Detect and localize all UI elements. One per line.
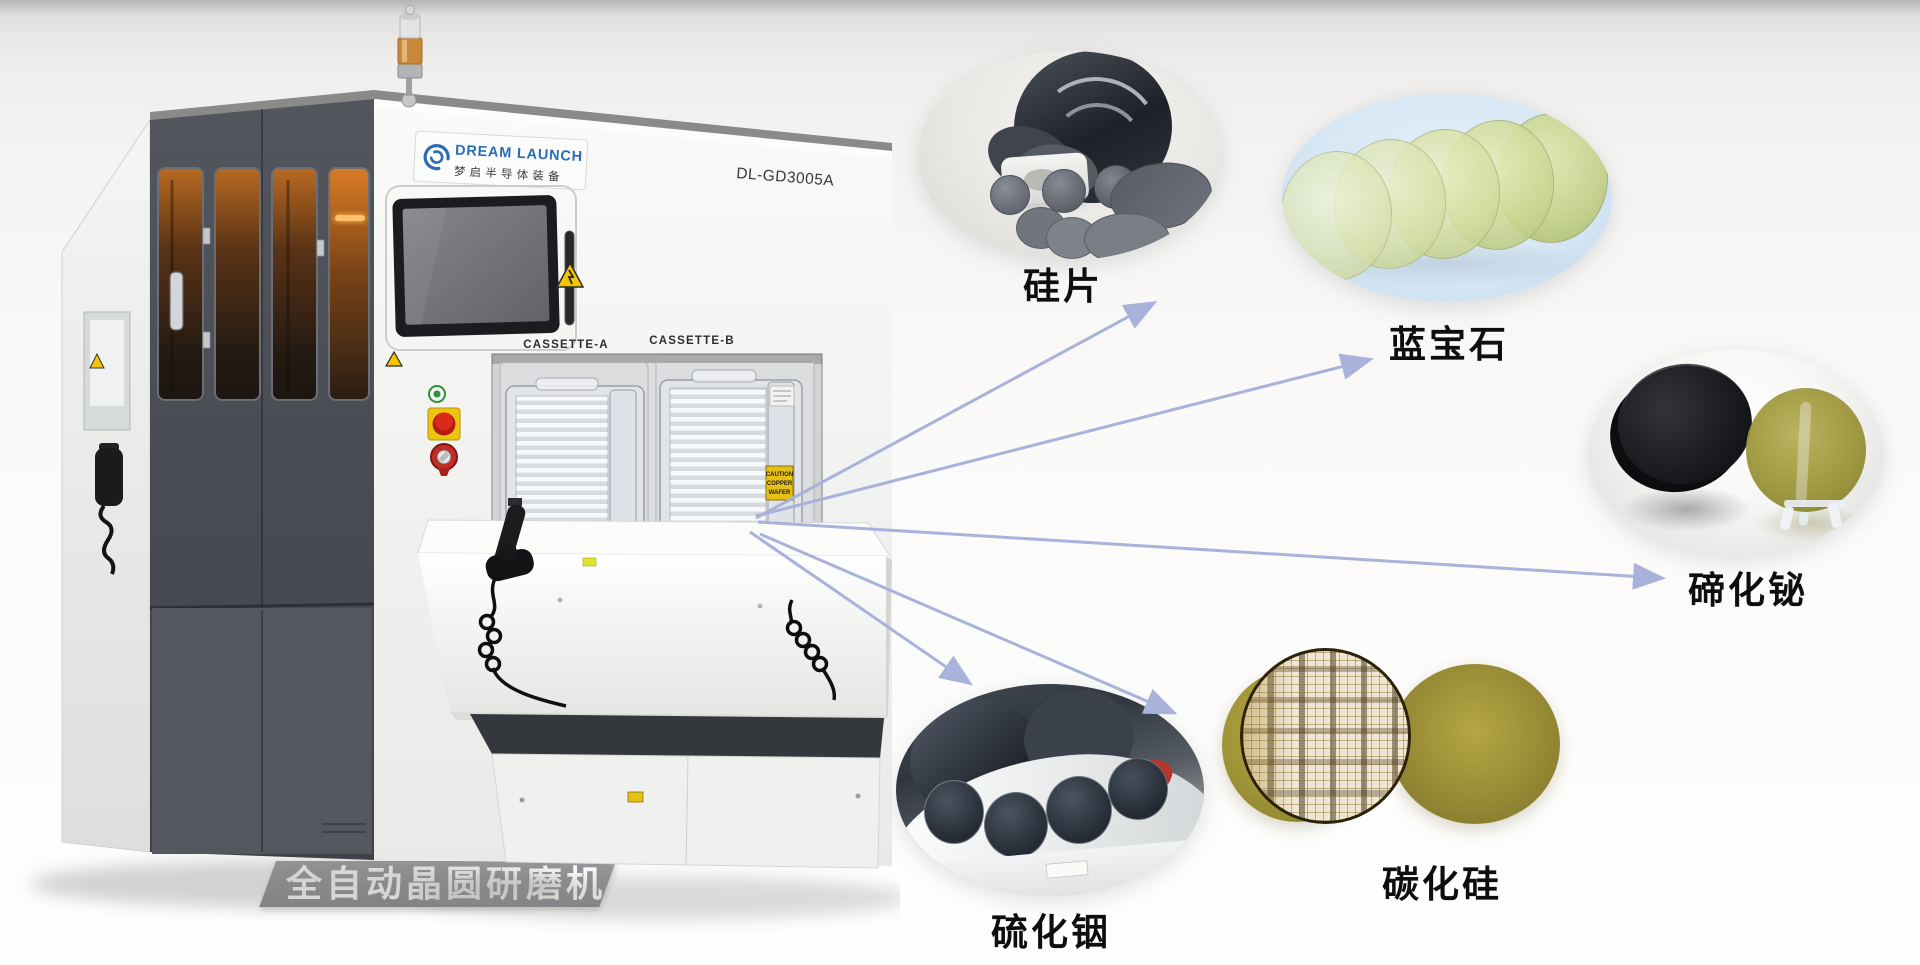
door-window <box>328 167 370 401</box>
scanner-cable <box>488 575 498 620</box>
handset <box>95 448 123 506</box>
door-hinge <box>316 239 325 257</box>
cassette-b-label: CASSETTE-B <box>649 335 734 347</box>
door-section <box>149 109 375 854</box>
warning-triangle-icon <box>555 261 585 288</box>
wafer-stack <box>515 395 609 535</box>
silicon-wafer-photo <box>918 51 1221 260</box>
door-window <box>271 167 318 401</box>
brand-name: DREAM LAUNCH <box>455 143 584 166</box>
key-slot <box>438 451 450 463</box>
cabinet-sticker <box>627 791 644 803</box>
barcode-scanner[interactable] <box>477 498 567 708</box>
left-side-panel <box>83 311 131 575</box>
wafer-puck <box>1042 169 1086 213</box>
label-silicon-carbide: 碳化硅 <box>1382 864 1502 905</box>
handset-cord <box>98 504 116 575</box>
spec-label <box>769 385 795 407</box>
caution-copper-wafer-sticker: CAUTION COPPER WAFER <box>765 465 794 501</box>
scanner-head <box>485 548 534 582</box>
lower-cabinet <box>470 714 884 869</box>
caution-line: COPPER <box>767 481 793 487</box>
interior-lamp <box>335 215 365 221</box>
signal-tower <box>397 5 423 108</box>
label-silicon: 硅片 <box>1023 266 1103 307</box>
wafer-puck <box>990 175 1030 215</box>
work-table <box>417 519 892 724</box>
indium-disc <box>924 780 984 844</box>
floor-shadow <box>30 860 900 920</box>
wafer-stack <box>669 387 767 529</box>
indium-sulfide-photo <box>896 684 1204 896</box>
estop-cluster <box>427 385 461 476</box>
table-sticker <box>582 557 597 567</box>
door-hinge <box>202 331 211 349</box>
warning-triangle-icon <box>89 352 105 369</box>
door-hinge <box>202 227 211 245</box>
emergency-stop-button-cap[interactable] <box>435 412 453 431</box>
caution-line: WAFER <box>769 490 791 496</box>
touchscreen-panel <box>384 185 585 367</box>
caution-line: CAUTION <box>766 472 793 478</box>
indium-disc <box>1046 776 1112 844</box>
tower-amber-light <box>397 37 423 65</box>
indium-disc <box>1108 758 1168 820</box>
warning-triangle-icon <box>384 350 404 367</box>
door-handle <box>169 271 184 331</box>
wafer-disc-flat <box>1084 213 1170 260</box>
olive-wafer-disc <box>1746 388 1866 512</box>
label-indium-sulfide: 硫化铟 <box>991 912 1111 953</box>
key-switch-tab <box>438 468 450 476</box>
cassette-handle <box>691 369 757 383</box>
sic-wafer-patterned <box>1240 648 1411 824</box>
cassette-a-label: CASSETTE-A <box>523 339 608 351</box>
door-window <box>214 167 261 401</box>
dream-launch-logo-icon <box>423 144 450 171</box>
touchscreen[interactable] <box>402 205 550 325</box>
sapphire-wafer-photo <box>1282 93 1612 302</box>
bismuth-telluride-photo <box>1588 350 1884 555</box>
sic-wafer-right <box>1390 664 1560 824</box>
safety-sticker-dot <box>433 390 441 398</box>
machine-illustration: DREAM LAUNCH 梦启半导体装备 DL-GD3005A CASSETTE… <box>30 5 900 920</box>
cassette-handle <box>535 377 599 391</box>
dream-launch-logo-icon-inner <box>429 150 444 164</box>
label-sapphire: 蓝宝石 <box>1389 324 1509 365</box>
sic-gold-tint <box>1243 651 1293 821</box>
brand-plate: DREAM LAUNCH 梦启半导体装备 <box>413 130 589 191</box>
label-bismuth-telluride: 碲化铋 <box>1688 570 1808 611</box>
easel-crossbar <box>1784 500 1846 507</box>
indium-disc <box>984 792 1048 858</box>
black-disc-reflection <box>1622 486 1752 532</box>
